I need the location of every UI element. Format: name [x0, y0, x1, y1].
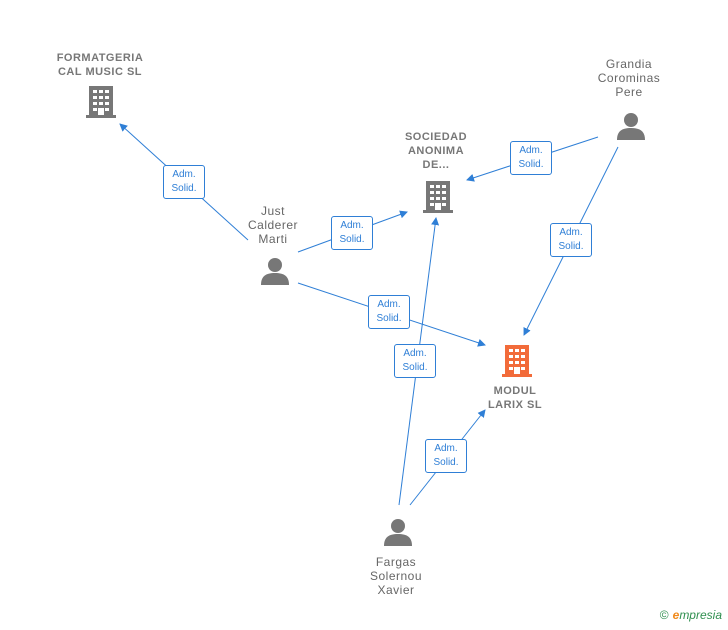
company-label-sociedad[interactable]: SOCIEDAD ANONIMA DE...: [404, 131, 468, 171]
building-icon: [423, 181, 453, 213]
edge-label-line1: Adm.: [377, 299, 401, 310]
edge-label-line1: Adm.: [340, 220, 364, 231]
edge-label-line2: Solid.: [171, 183, 197, 194]
edge-label-just-sociedad: Adm. Solid.: [331, 216, 373, 250]
person-icon: [384, 519, 412, 546]
company-label-formatgeria[interactable]: FORMATGERIA CAL MUSIC SL: [56, 52, 144, 78]
edge-label-grandia-modul: Adm. Solid.: [550, 223, 592, 257]
empresia-brand[interactable]: ©empresia: [660, 608, 722, 622]
edge-label-just-formatgeria: Adm. Solid.: [163, 165, 205, 199]
edge-label-line2: Solid.: [518, 159, 544, 170]
person-label-grandia[interactable]: Grandia Corominas Pere: [597, 57, 661, 99]
edge-label-line2: Solid.: [339, 234, 365, 245]
edge-label-grandia-sociedad: Adm. Solid.: [510, 141, 552, 175]
person-label-just[interactable]: Just Calderer Marti: [247, 204, 299, 246]
main-company-building-icon: [502, 345, 532, 377]
edge-label-line1: Adm.: [172, 169, 196, 180]
brand-name: mpresia: [679, 608, 722, 622]
edge-label-line1: Adm.: [519, 145, 543, 156]
edge-label-line2: Solid.: [433, 457, 459, 468]
edge-label-line1: Adm.: [434, 443, 458, 454]
company-label-modul[interactable]: MODUL LARIX SL: [487, 385, 543, 411]
building-icon: [86, 86, 116, 118]
person-label-fargas[interactable]: Fargas Solernou Xavier: [369, 555, 423, 597]
edge-label-fargas-sociedad: Adm. Solid.: [394, 344, 436, 378]
person-icon: [617, 113, 645, 140]
person-icon: [261, 258, 289, 285]
edge-label-line1: Adm.: [403, 348, 427, 359]
copyright-icon: ©: [659, 608, 669, 622]
edge-label-line2: Solid.: [402, 362, 428, 373]
edge-label-just-modul: Adm. Solid.: [368, 295, 410, 329]
brand-initial: e: [672, 608, 680, 622]
edge-label-line2: Solid.: [376, 313, 402, 324]
edge-label-fargas-modul: Adm. Solid.: [425, 439, 467, 473]
edge-label-line2: Solid.: [558, 241, 584, 252]
edge-label-line1: Adm.: [559, 227, 583, 238]
